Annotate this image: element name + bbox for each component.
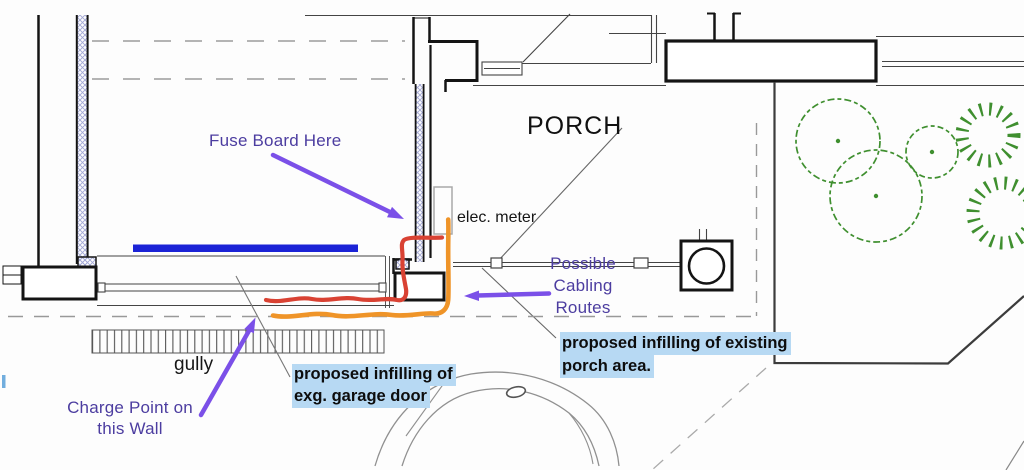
possible-cabling-line-3: Routes bbox=[555, 298, 611, 317]
garage-door bbox=[97, 255, 394, 306]
garage-door-blue-bar bbox=[133, 244, 358, 252]
red-cable-route bbox=[263, 235, 445, 304]
infill-garage-line-2: exg. garage door bbox=[292, 386, 430, 408]
charge-point-line-1: Charge Point on bbox=[67, 398, 193, 417]
garage-right-wall-pier bbox=[412, 17, 479, 262]
garage-left-wall bbox=[2, 15, 98, 301]
charge-point-label: Charge Point on this Wall bbox=[55, 397, 205, 439]
infill-garage-door-note: proposed infilling of exg. garage door bbox=[292, 364, 456, 408]
possible-cabling-routes-label: Possible Cabling Routes bbox=[534, 253, 632, 319]
cabling-routes-arrow bbox=[464, 290, 552, 301]
elec-meter-label: elec. meter bbox=[457, 209, 537, 226]
site-boundary-line bbox=[773, 82, 1024, 365]
infill-porch-area-note: proposed infilling of existing porch are… bbox=[560, 332, 791, 378]
path-dashed-line bbox=[651, 367, 767, 470]
garden-edge-line bbox=[1005, 440, 1024, 470]
porch-wall-block bbox=[664, 12, 1024, 87]
infill-porch-line-2: porch area. bbox=[560, 355, 654, 378]
garage-dashed-lines bbox=[92, 14, 651, 80]
possible-cabling-line-2: Cabling bbox=[553, 276, 613, 295]
car-outline bbox=[374, 371, 620, 467]
drain-column bbox=[679, 239, 734, 292]
fuse-board-arrow bbox=[270, 152, 404, 219]
porch-roof-lines bbox=[473, 13, 666, 339]
porch-low-wall bbox=[453, 229, 708, 269]
orange-cable-route bbox=[270, 217, 451, 319]
garage-infill-leader-line bbox=[235, 275, 291, 378]
fuse-board-unit bbox=[433, 186, 453, 235]
left-edge-blue-mark bbox=[2, 375, 6, 388]
infill-porch-line-1: proposed infilling of existing bbox=[560, 332, 791, 355]
charge-point-arrow bbox=[198, 317, 256, 418]
tree-canopies bbox=[795, 98, 959, 243]
infill-garage-line-1: proposed infilling of bbox=[292, 364, 456, 386]
car-mirror bbox=[505, 385, 527, 399]
porch-room-label: PORCH bbox=[527, 112, 623, 140]
shrub-hedges bbox=[955, 102, 1024, 250]
charge-point-line-2: this Wall bbox=[97, 419, 163, 438]
fuse-board-label: Fuse Board Here bbox=[209, 131, 342, 150]
gully-label: gully bbox=[174, 354, 214, 375]
possible-cabling-line-1: Possible bbox=[550, 254, 616, 273]
